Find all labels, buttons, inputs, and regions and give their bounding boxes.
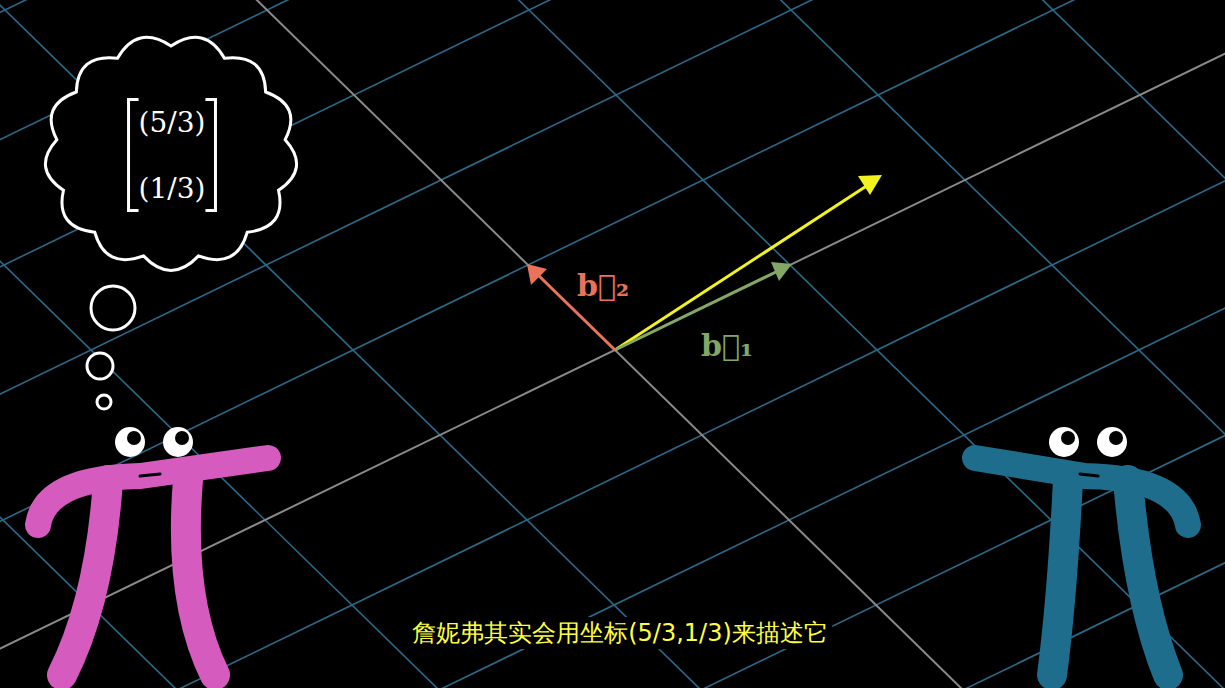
mouth	[140, 474, 160, 476]
pi-leg	[1052, 480, 1068, 675]
vector-v	[615, 185, 868, 350]
thought-dot	[97, 395, 111, 409]
matrix-entry: (1/3)	[139, 172, 206, 205]
pupil	[175, 431, 189, 445]
pupil	[1109, 431, 1123, 445]
arrowhead	[771, 262, 792, 281]
cloud-outline	[40, 30, 302, 275]
vector-label: b⃗₁	[699, 329, 755, 362]
pi-leg	[186, 480, 215, 675]
thought-bubbles	[87, 286, 135, 409]
cloud-shape	[45, 37, 296, 270]
vectors	[527, 175, 882, 350]
mouth	[1080, 474, 1098, 476]
matrix-bracket	[205, 100, 215, 211]
eye	[1049, 427, 1079, 457]
eye	[115, 427, 145, 457]
arrowhead	[527, 264, 547, 285]
thought-dot	[91, 286, 135, 330]
pi-leg	[1128, 480, 1168, 675]
pi-creature-blue	[975, 427, 1188, 675]
pupil	[1061, 431, 1075, 445]
vector-label: b⃗₂	[575, 269, 631, 302]
pupil	[127, 431, 141, 445]
eye	[1097, 427, 1127, 457]
pi-creature-pink	[38, 427, 268, 675]
pi-body	[38, 458, 268, 525]
thought-cloud: (5/3) (1/3)	[40, 30, 302, 275]
arrowhead	[858, 175, 882, 195]
matrix-bracket	[129, 100, 139, 211]
eye	[163, 427, 193, 457]
thought-dot	[87, 353, 113, 379]
matrix-entry: (5/3)	[139, 106, 206, 139]
subtitle: 詹妮弗其实会用坐标(5/3,1/3)来描述它	[408, 617, 832, 649]
pi-leg	[62, 480, 108, 675]
